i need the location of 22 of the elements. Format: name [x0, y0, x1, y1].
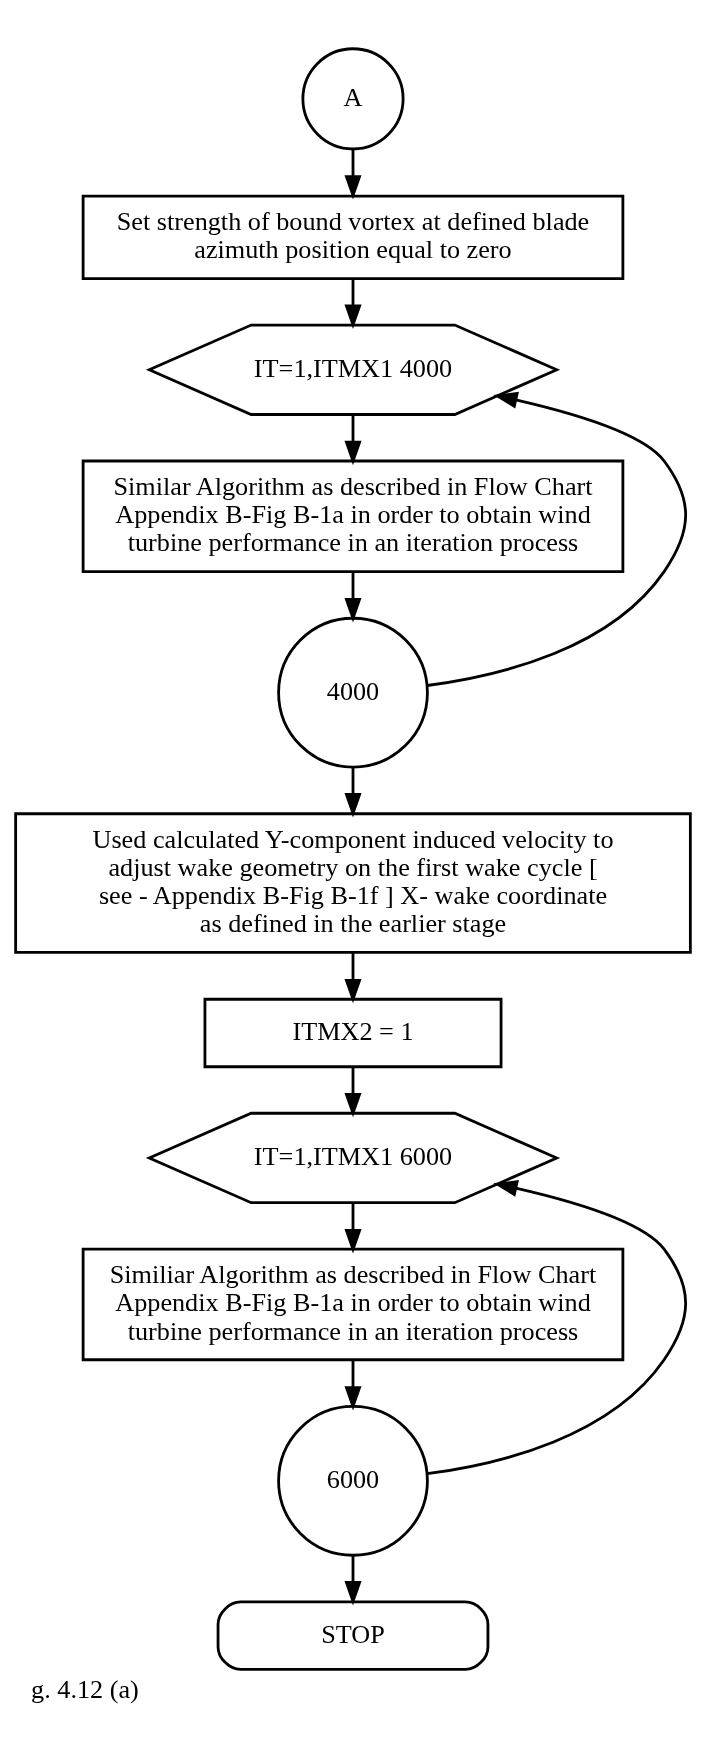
arrow [344, 1360, 362, 1411]
arrow [344, 1202, 362, 1254]
arrow [344, 414, 362, 466]
arrow [344, 149, 362, 200]
arrow [344, 952, 362, 1004]
node-circle: 6000 [277, 1405, 429, 1557]
node-box: STOP [216, 1600, 490, 1671]
arrow [344, 767, 362, 818]
arrow [344, 1555, 362, 1606]
node-box: Similiar Algorithm as described in Flow Chart Appendix B-Fig B-1a in order to obtain wind turbine performance in an iteration process [81, 1247, 625, 1362]
caption: g. 4.12 (a) [31, 1674, 139, 1704]
arrow [344, 279, 362, 330]
node-circle: A [301, 47, 405, 151]
node-box: Set strength of bound vortex at defined blade azimuth position equal to zero [81, 194, 625, 280]
node-box: Used calculated Y-component induced velocity to adjust wake geometry on the first wake cycle [ see - Appendix B-Fig B-1f ] X- wake coordinate as defined in the earlier stage [14, 812, 692, 954]
node-circle: 4000 [277, 616, 429, 769]
node-box: ITMX2 = 1 [203, 997, 503, 1069]
arrow [427, 1180, 687, 1476]
arrow [344, 1067, 362, 1118]
node-box: Similar Algorithm as described in Flow Chart Appendix B-Fig B-1a in order to obtain wind turbine performance in an iteration process [81, 459, 625, 573]
arrow [427, 391, 687, 687]
arrow [344, 571, 362, 623]
